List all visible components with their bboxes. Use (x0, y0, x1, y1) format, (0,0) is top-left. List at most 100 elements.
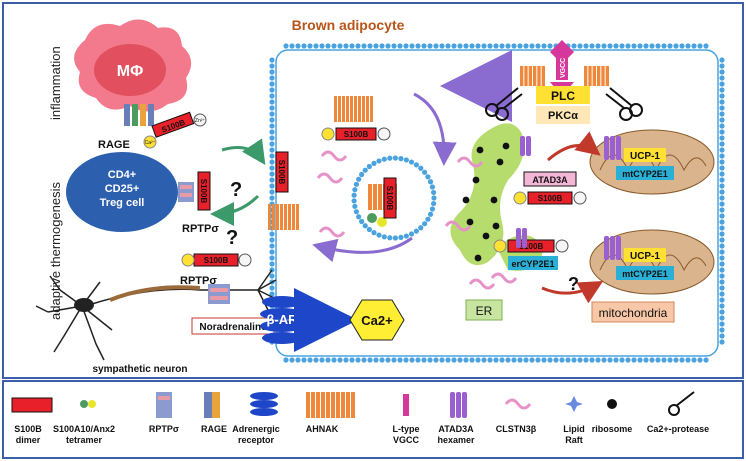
membrane-bead (499, 43, 505, 49)
membrane-bead (643, 357, 649, 363)
membrane-bead (719, 63, 725, 69)
rage-label: RAGE (98, 139, 130, 151)
atad3a-barrel (604, 236, 609, 260)
noradrenaline-label: Noradrenaline (199, 322, 267, 333)
red-arrow-1 (547, 131, 601, 162)
membrane-bead (719, 261, 725, 267)
membrane-bead (637, 43, 643, 49)
membrane-bead (719, 153, 725, 159)
membrane-bead (719, 99, 725, 105)
vesicle-s100a10 (367, 213, 377, 223)
membrane-bead (337, 43, 343, 49)
membrane-bead (719, 117, 725, 123)
membrane-bead (655, 43, 661, 49)
vesicle-bead (366, 226, 372, 233)
membrane-bead (325, 357, 331, 363)
membrane-bead (439, 43, 445, 49)
membrane-bead (719, 285, 725, 291)
membrane-bead (355, 357, 361, 363)
membrane-bead (475, 357, 481, 363)
membrane-bead (451, 357, 457, 363)
ribosomes (462, 142, 510, 262)
membrane-bead (319, 357, 325, 363)
legend-icon-ahnak (341, 392, 345, 418)
membrane-bead (595, 43, 601, 49)
vesicle-bead (408, 159, 415, 165)
vesicle-bead (362, 167, 368, 173)
membrane-bead (269, 189, 275, 195)
beta-ar-label: β-AR (266, 312, 298, 327)
membrane-bead (397, 357, 403, 363)
membrane-bead (269, 171, 275, 177)
membrane-bead (269, 57, 275, 63)
green-arrow-1 (221, 138, 266, 165)
membrane-bead (661, 43, 667, 49)
membrane-bead (719, 237, 725, 243)
membrane-bead (649, 43, 655, 49)
vesicle-bead (353, 181, 360, 187)
membrane-bead (649, 357, 655, 363)
vesicle-bead (413, 162, 419, 168)
legend-icon-s100b (11, 397, 53, 413)
legend-icon-ahnak (316, 392, 320, 418)
membrane-bead (269, 93, 275, 99)
legend-label: hexamer (437, 435, 475, 445)
mtcyp-label-top: mtCYP2E1 (622, 169, 668, 179)
membrane-bead (301, 357, 307, 363)
membrane-bead (719, 87, 725, 93)
membrane-bead (619, 43, 625, 49)
s100b-ercyp-label: S100B (519, 242, 544, 251)
legend-label: tetramer (66, 435, 103, 445)
vesicle-bead (371, 230, 377, 236)
membrane-bead (373, 43, 379, 49)
membrane-bead (493, 357, 499, 363)
membrane-bead (313, 357, 319, 363)
atad3a-barrel (616, 136, 621, 160)
legend-icon-rage (212, 392, 220, 418)
legend-icon-ahnak (351, 392, 355, 418)
membrane-bead (529, 43, 535, 49)
membrane-bead (445, 43, 451, 49)
treg-line-2: CD25+ (105, 183, 140, 195)
membrane-bead (269, 129, 275, 135)
legend-icon-raft (565, 396, 583, 412)
ahnak-stripe (592, 66, 596, 86)
membrane-bead (269, 237, 275, 243)
membrane-bead (289, 357, 295, 363)
atad3a-hexamers (516, 136, 621, 260)
membrane-bead (565, 357, 571, 363)
membrane-bead (719, 105, 725, 111)
membrane-bead (269, 243, 275, 249)
inflammation-label: inflammation (48, 46, 63, 120)
membrane-bead (703, 43, 709, 49)
vesicle-bead (376, 232, 382, 238)
membrane-bead (269, 75, 275, 81)
atad3a-barrel (610, 236, 615, 260)
membrane-bead (673, 357, 679, 363)
membrane-bead (719, 327, 725, 333)
membrane-bead (661, 357, 667, 363)
er-label-box (465, 299, 503, 321)
membrane-bead (331, 43, 337, 49)
membrane-bead (415, 357, 421, 363)
membrane-bead (427, 43, 433, 49)
membrane-bead (487, 357, 493, 363)
ca2-label: Ca2+ (361, 313, 393, 328)
vesicle-bead (427, 179, 434, 185)
plc-label: PLC (551, 89, 575, 103)
vesicle-bead (353, 209, 360, 215)
membrane-bead (469, 43, 475, 49)
vesicle-bead (418, 165, 424, 171)
vesicle-bead (403, 233, 409, 239)
rptp-neuron (208, 284, 230, 304)
membrane-bead (719, 129, 725, 135)
s100b-treg-label: S100B (199, 179, 208, 204)
vesicle-bead (431, 195, 437, 201)
membrane-bead (433, 43, 439, 49)
legend-icon-ahnak (311, 392, 315, 418)
clstn3b-squiggle (318, 226, 346, 238)
mtcyp-label-bottom: mtCYP2E1 (622, 269, 668, 279)
membrane-bead (415, 43, 421, 49)
legend-icon-ahnak (306, 392, 310, 418)
